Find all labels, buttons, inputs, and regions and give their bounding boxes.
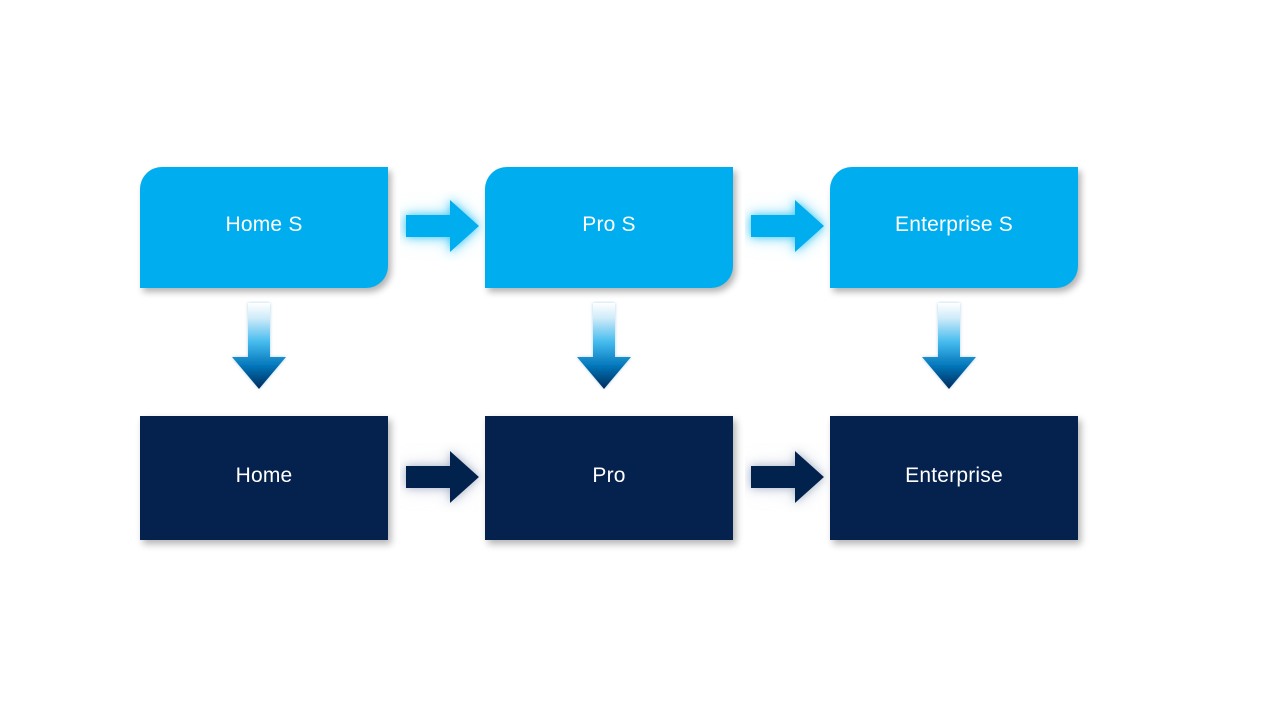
node-home-s[interactable]: Home S: [140, 167, 388, 288]
arrow-pro-s-to-enterprise-s: [751, 200, 824, 252]
node-pro[interactable]: Pro: [485, 416, 733, 540]
arrow-enterprise-s-to-enterprise: [922, 303, 976, 389]
arrow-home-s-to-pro-s: [406, 200, 479, 252]
node-label-home-s: Home S: [225, 213, 303, 236]
node-label-enterprise: Enterprise: [905, 463, 1003, 487]
arrow-pro-s-to-pro: [577, 303, 631, 389]
arrow-home-to-pro: [406, 451, 479, 503]
node-enterprise-s[interactable]: Enterprise S: [830, 167, 1078, 288]
arrow-pro-to-enterprise: [751, 451, 824, 503]
node-label-home: Home: [235, 463, 293, 487]
node-enterprise[interactable]: Enterprise: [830, 416, 1078, 540]
node-label-enterprise-s: Enterprise S: [895, 213, 1013, 236]
arrow-home-s-to-home: [232, 303, 286, 389]
node-label-pro: Pro: [592, 463, 626, 487]
node-label-pro-s: Pro S: [582, 213, 636, 236]
node-home[interactable]: Home: [140, 416, 388, 540]
node-pro-s[interactable]: Pro S: [485, 167, 733, 288]
